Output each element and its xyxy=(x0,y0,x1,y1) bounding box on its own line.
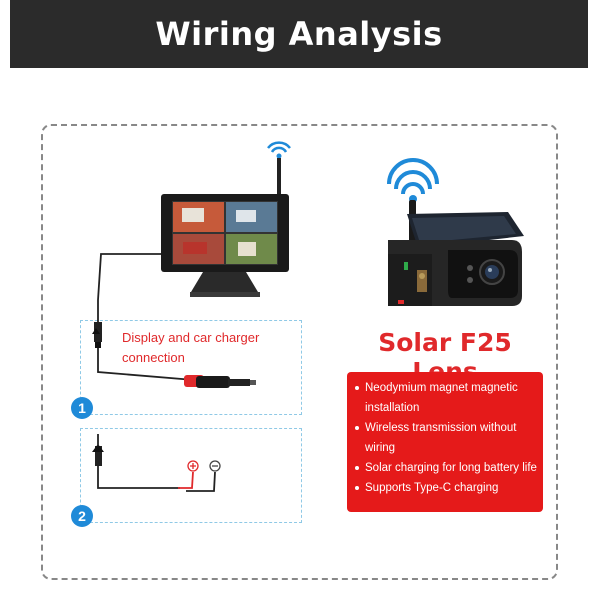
plus-icon xyxy=(187,460,199,472)
feature-item: Neodymium magnet magnetic installation xyxy=(355,378,537,418)
feature-list: Neodymium magnet magnetic installation W… xyxy=(347,372,543,512)
feature-text: Wireless transmission without wiring xyxy=(365,422,517,454)
bullet-icon xyxy=(355,486,359,490)
charger-cable xyxy=(97,348,195,381)
step-number-1: 1 xyxy=(71,397,93,419)
feature-item: Supports Type-C charging xyxy=(355,478,537,498)
inline-connector-2 xyxy=(92,444,104,466)
connection-1-label: Display and car charger connection xyxy=(122,330,260,365)
header-banner: Wiring Analysis xyxy=(10,0,588,68)
minus-icon xyxy=(209,460,221,472)
diagram-frame xyxy=(41,124,558,580)
monitor-cable xyxy=(97,253,161,326)
monitor-antenna xyxy=(277,158,281,208)
connection-panel-1 xyxy=(80,320,302,415)
feature-text: Solar charging for long battery life xyxy=(365,462,537,474)
feature-text: Neodymium magnet magnetic installation xyxy=(365,382,518,414)
bullet-icon xyxy=(355,466,359,470)
page-title: Wiring Analysis xyxy=(155,15,443,53)
solar-camera xyxy=(388,212,524,306)
monitor xyxy=(161,194,289,297)
monitor-wifi-signal-icon xyxy=(267,141,291,159)
power-cable xyxy=(97,466,180,489)
connection-panel-2 xyxy=(80,428,302,523)
feature-item: Solar charging for long battery life xyxy=(355,458,537,478)
negative-wire xyxy=(186,471,216,492)
inline-connector-1 xyxy=(92,322,102,348)
camera-wifi-signal-icon xyxy=(387,158,439,203)
step-number-2: 2 xyxy=(71,505,93,527)
bullet-icon xyxy=(355,426,359,430)
car-charger-plug xyxy=(184,375,256,388)
feature-item: Wireless transmission without wiring xyxy=(355,418,537,458)
bullet-icon xyxy=(355,386,359,390)
positive-wire xyxy=(178,471,194,489)
feature-text: Supports Type-C charging xyxy=(365,482,499,494)
